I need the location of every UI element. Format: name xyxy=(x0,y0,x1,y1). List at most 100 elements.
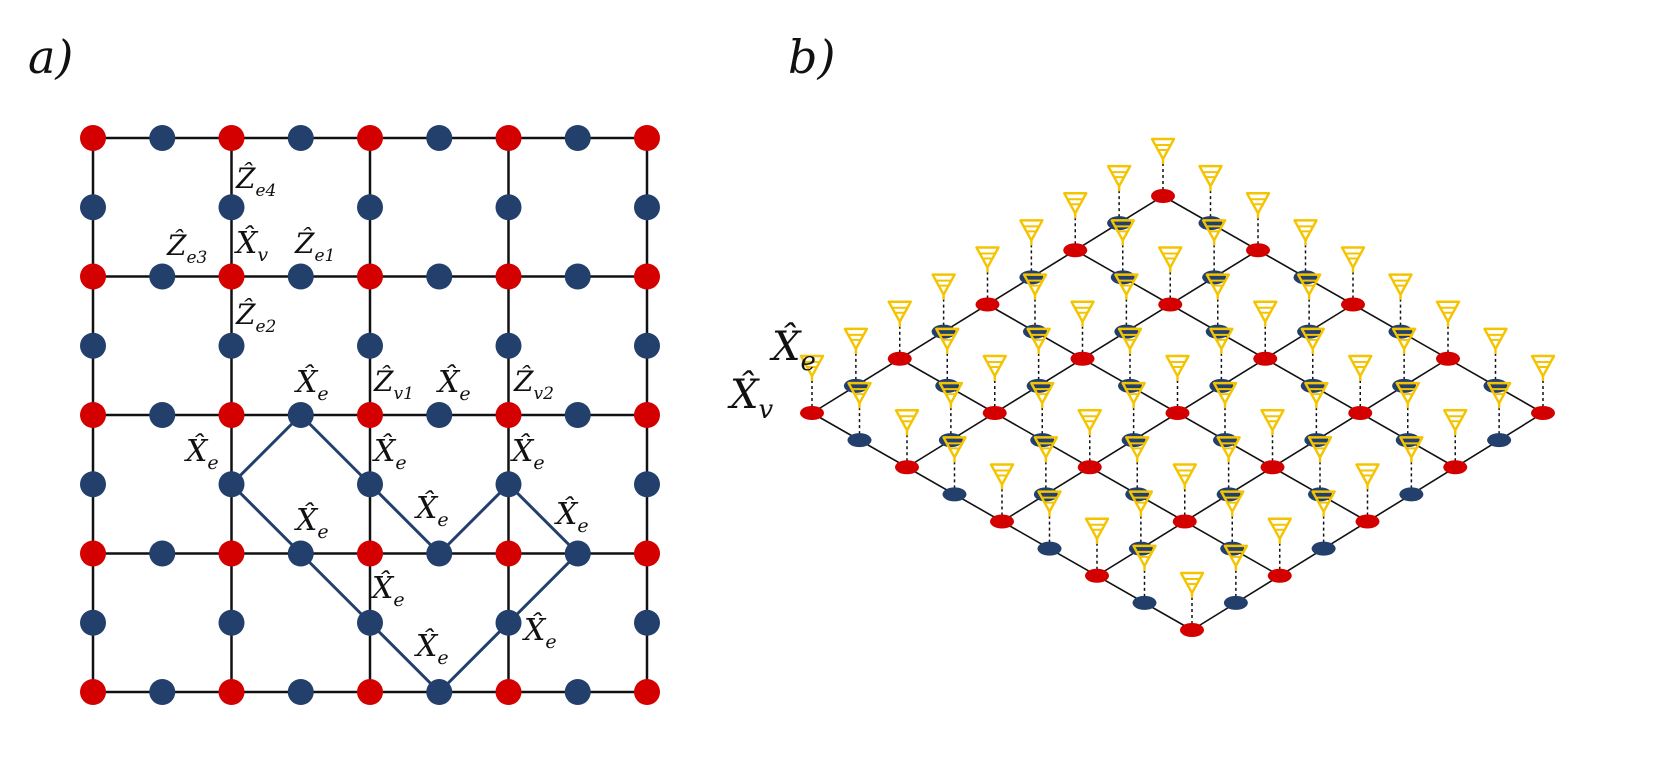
measurement-detector-icon xyxy=(1179,571,1205,598)
edge-qubit xyxy=(218,332,245,359)
vertex-qubit xyxy=(357,263,383,290)
vertex-qubit xyxy=(634,540,660,567)
edge-qubit xyxy=(357,194,383,221)
vertex-qubit xyxy=(80,540,106,567)
measurement-detector-icon xyxy=(1172,463,1197,490)
measurement-detector-icon xyxy=(1216,436,1241,463)
measurement-detector-icon xyxy=(1114,273,1139,300)
x-v-label: X̂v xyxy=(727,372,773,425)
edge-qubit xyxy=(149,679,176,705)
edge-qubit xyxy=(1297,324,1322,339)
edge-qubit xyxy=(1026,378,1051,393)
vertex-qubit xyxy=(357,125,383,151)
edge-qubit xyxy=(1128,541,1153,556)
measurement-detector-icon xyxy=(938,381,964,409)
x-e-label: X̂e xyxy=(372,434,407,474)
edge-qubit xyxy=(149,125,176,151)
edge-qubit xyxy=(564,679,591,705)
measurement-detector-icon xyxy=(1304,381,1329,409)
edge-qubit xyxy=(287,125,314,151)
measurement-detector-icon xyxy=(1077,409,1102,436)
measurement-detector-icon xyxy=(887,300,912,327)
measurement-detector-icon xyxy=(1391,327,1417,354)
vertex-qubit xyxy=(990,514,1014,529)
vertex-qubit xyxy=(357,402,383,428)
edge-qubit xyxy=(495,609,522,636)
measurement-detector-icon xyxy=(1037,490,1062,517)
measurement-detector-icon xyxy=(1245,192,1271,219)
vertex-qubit xyxy=(80,125,106,151)
measurement-detector-icon xyxy=(847,381,872,409)
measurement-detector-icon xyxy=(1348,354,1373,381)
edge-qubit xyxy=(287,263,314,290)
measurement-detector-icon xyxy=(1388,273,1413,300)
edge-qubit xyxy=(1483,378,1508,393)
vertex-qubit xyxy=(1172,514,1197,529)
measurement-detector-icon xyxy=(1311,490,1336,517)
measurement-detector-icon xyxy=(1205,273,1230,300)
edge-qubit xyxy=(1019,270,1044,285)
vertex-qubit xyxy=(1531,406,1555,420)
vertex-qubit xyxy=(1341,297,1365,312)
measurement-detector-icon xyxy=(1340,246,1366,273)
edge-qubit xyxy=(149,540,176,567)
measurement-detector-icon xyxy=(1026,327,1051,354)
edge-qubit xyxy=(564,540,591,567)
edge-qubit xyxy=(287,679,314,705)
x-e-label: X̂e xyxy=(184,434,219,474)
vertex-qubit xyxy=(218,679,245,705)
vertex-qubit xyxy=(495,679,522,705)
edge-qubit xyxy=(357,609,383,636)
edge-qubit xyxy=(426,263,453,290)
vertex-qubit xyxy=(634,679,660,705)
vertex-qubit xyxy=(495,263,522,290)
vertex-qubit xyxy=(982,406,1007,420)
x-e-label: X̂e xyxy=(522,613,557,653)
vertex-qubit xyxy=(800,406,824,420)
measurement-detector-icon xyxy=(931,273,956,300)
edge-qubit xyxy=(564,263,591,290)
edge-qubit xyxy=(634,471,660,498)
edge-qubit xyxy=(426,125,453,151)
vertex-qubit xyxy=(218,402,245,428)
measurement-detector-icon xyxy=(1260,409,1285,436)
edge-qubit xyxy=(1121,433,1146,448)
measurement-detector-icon xyxy=(843,327,869,354)
vertex-qubit xyxy=(80,679,106,705)
vertex-qubit xyxy=(634,125,660,151)
measurement-detector-icon xyxy=(1486,381,1512,409)
x-e-label: X̂e xyxy=(294,365,329,405)
vertex-qubit xyxy=(80,402,106,428)
edge-qubit xyxy=(1395,433,1420,448)
edge-qubit xyxy=(1030,433,1055,448)
measurement-detector-icon xyxy=(799,354,825,381)
edge-qubit xyxy=(1118,378,1142,393)
measurement-detector-icon xyxy=(1399,436,1424,463)
edge-qubit xyxy=(1205,324,1230,339)
vertex-qubit xyxy=(895,460,919,475)
edge-qubit xyxy=(1399,487,1424,502)
measurement-detector-icon xyxy=(1070,300,1095,327)
z-e2-label: Ẑe2 xyxy=(235,298,276,337)
vertex-qubit xyxy=(634,263,660,290)
x-e-label: X̂e xyxy=(510,434,545,474)
measurement-detector-icon xyxy=(1158,246,1183,273)
edge-qubit xyxy=(931,324,956,339)
measurement-detector-icon xyxy=(1293,219,1318,246)
measurement-detector-icon xyxy=(1128,490,1154,517)
vertex-qubit xyxy=(1077,460,1102,475)
panel-b-label: b) xyxy=(788,30,836,84)
x-e-label: X̂e xyxy=(436,365,471,405)
vertex-qubit xyxy=(887,351,912,366)
edge-qubit xyxy=(1293,270,1318,285)
measurement-detector-icon xyxy=(1117,327,1143,354)
lattice-qubits xyxy=(80,125,660,705)
measurement-detector-icon xyxy=(1198,164,1223,192)
edge-qubit xyxy=(1110,270,1135,285)
edge-qubit xyxy=(942,487,967,502)
vertex-qubit xyxy=(1180,623,1204,637)
measurement-detector-icon xyxy=(1395,381,1420,409)
edge-qubit xyxy=(1202,270,1227,285)
edge-qubit xyxy=(218,194,245,221)
